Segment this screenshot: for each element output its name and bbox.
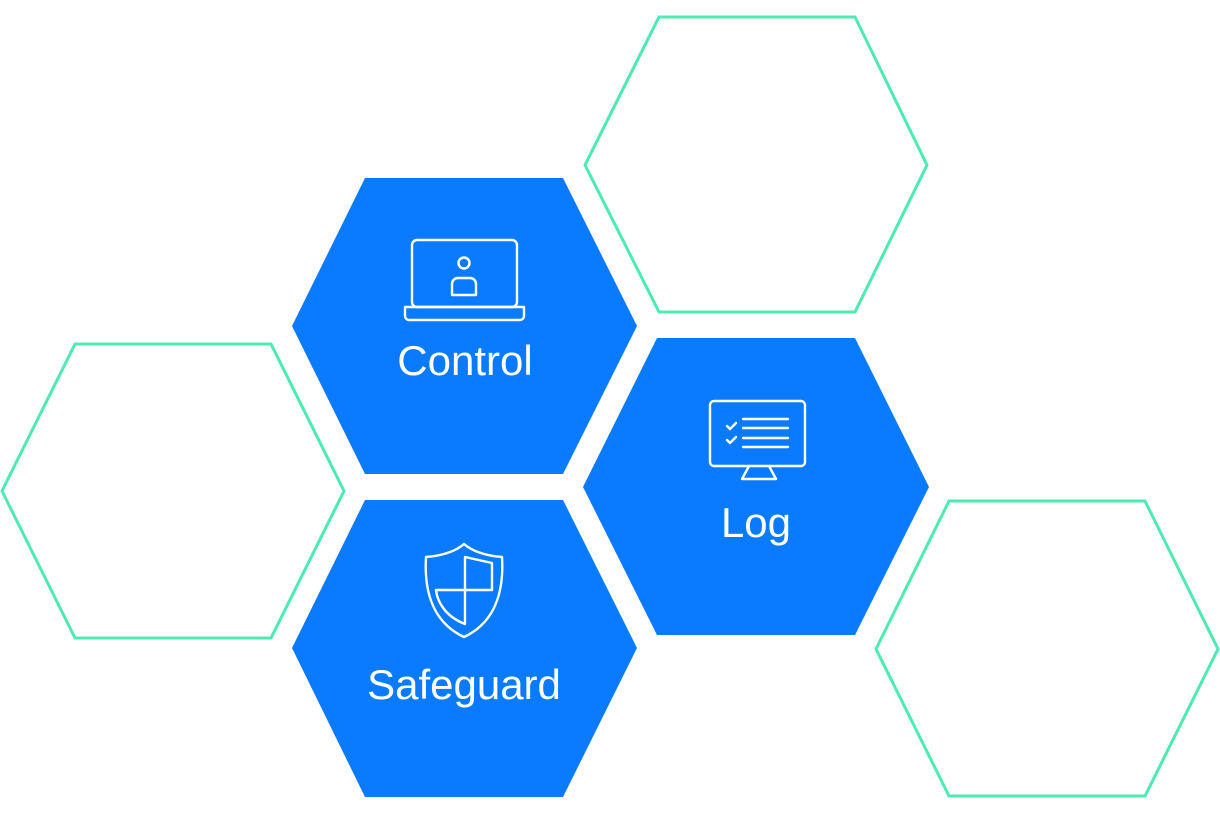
- control-tile: Control: [292, 178, 637, 474]
- monitor-checklist-icon: [708, 399, 807, 481]
- empty-hexagon-left: [0, 342, 346, 640]
- shield-icon: [424, 542, 504, 639]
- empty-hexagon-bottom-right: [874, 499, 1220, 798]
- safeguard-tile: Safeguard: [292, 500, 637, 797]
- laptop-user-icon: [403, 238, 526, 322]
- safeguard-label: Safeguard: [367, 661, 561, 708]
- control-label: Control: [397, 337, 532, 384]
- log-label: Log: [721, 499, 791, 546]
- log-tile: Log: [583, 338, 929, 635]
- empty-hexagon-top: [583, 15, 929, 314]
